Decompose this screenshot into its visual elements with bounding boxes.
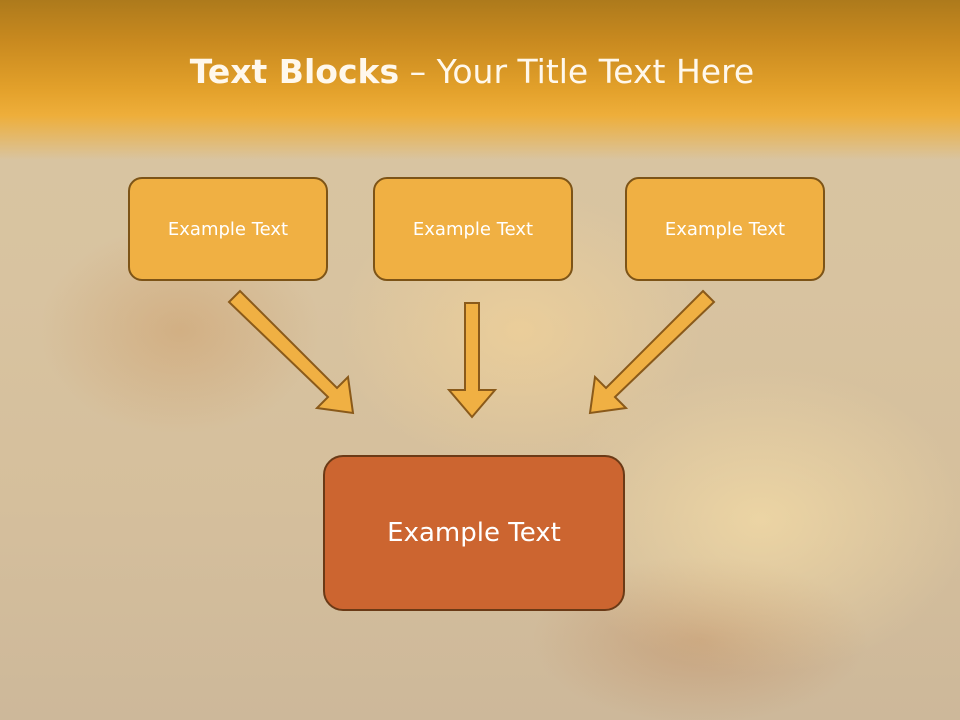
title-bold: Text Blocks	[189, 52, 400, 91]
result-block-label: Example Text	[387, 518, 561, 548]
text-block-2[interactable]: Example Text	[373, 177, 573, 281]
text-block-3[interactable]: Example Text	[625, 177, 825, 281]
text-block-2-label: Example Text	[412, 218, 534, 240]
arrow-left-icon	[227, 289, 355, 415]
title-dash: –	[399, 52, 437, 91]
text-block-1[interactable]: Example Text	[128, 177, 328, 281]
result-block[interactable]: Example Text	[323, 455, 625, 611]
title-rest: Your Title Text Here	[436, 52, 755, 91]
header-band	[0, 0, 960, 160]
slide-title: Text Blocks – Your Title Text Here	[0, 52, 944, 91]
arrow-right-icon	[588, 289, 716, 415]
text-block-3-label: Example Text	[664, 218, 786, 240]
text-block-1-label: Example Text	[167, 218, 289, 240]
arrow-center-icon	[446, 302, 498, 419]
